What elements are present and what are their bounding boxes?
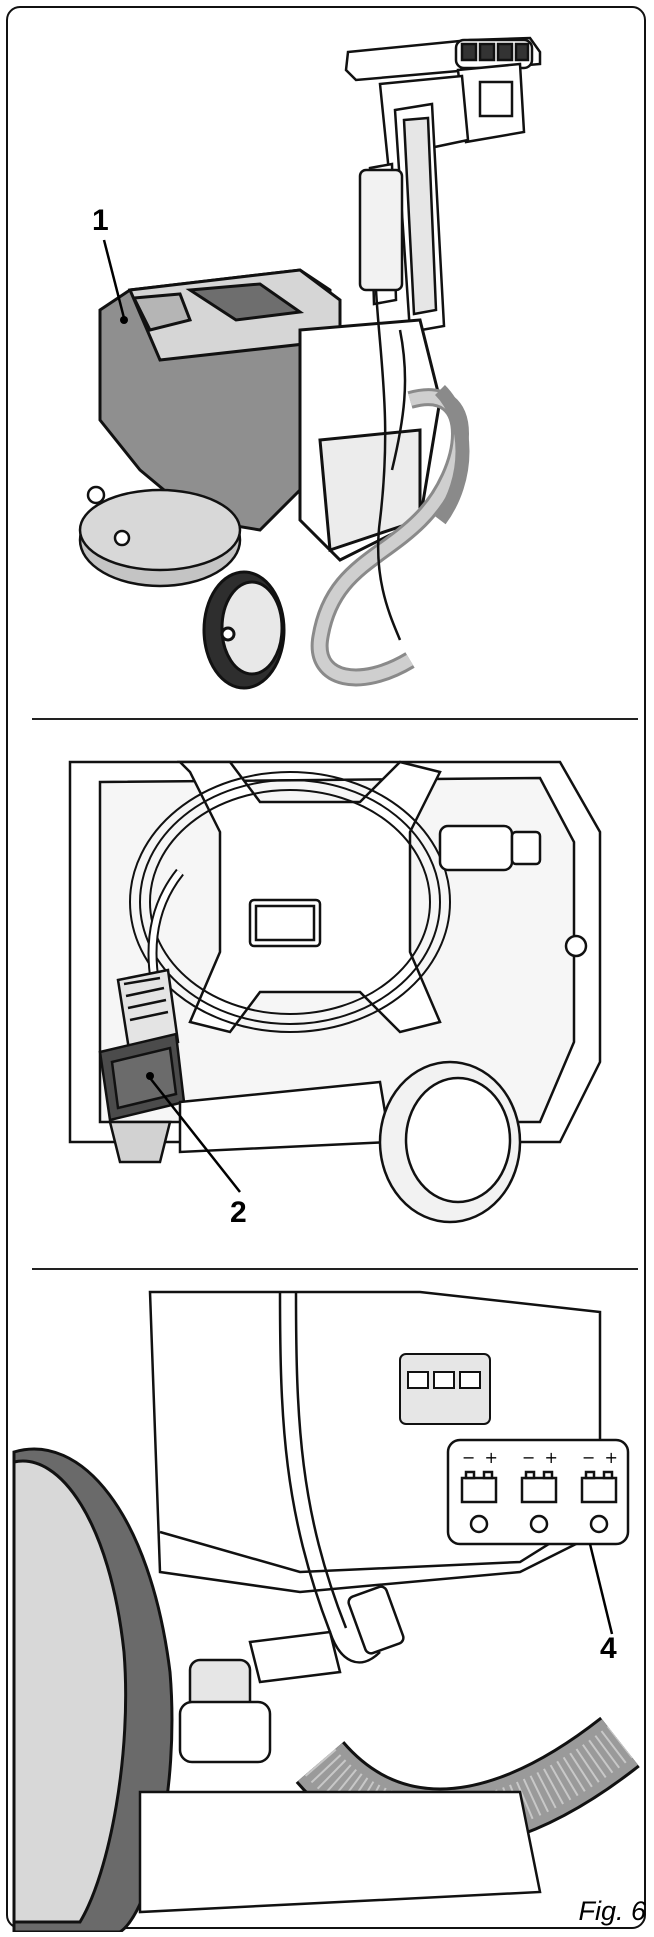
battery-symbol-3: − + [582, 1448, 620, 1467]
left-wheel [12, 1447, 174, 1932]
panel-machine-overview: 1 [0, 0, 654, 720]
panel-battery-indicator: − + − + − + 4 [0, 1272, 654, 1932]
machine-indicator-panel [399, 1353, 491, 1425]
vertical-hose [278, 1291, 381, 1664]
callout-number-4: 4 [600, 1632, 617, 1665]
panel-divider-bottom [32, 1268, 638, 1270]
machine-body [98, 268, 442, 562]
lower-pipework-detail [178, 1585, 405, 1888]
callout-4-leader [588, 1543, 614, 1635]
charger-plug-illustration [68, 760, 602, 1224]
charge-socket [438, 824, 588, 958]
battery-symbol-2: − + [522, 1448, 560, 1467]
steering-column [358, 102, 446, 334]
battery-indicator-zoom-box [446, 1438, 630, 1546]
panel-charger-plug: 2 [0, 722, 654, 1270]
suction-hose [310, 385, 470, 687]
battery-indicator-illustration [12, 1290, 640, 1932]
lower-pipework [108, 1060, 522, 1224]
callout-1-dot [120, 316, 128, 324]
panel-divider-top [32, 718, 638, 720]
callout-number-1: 1 [92, 204, 109, 237]
figure-caption: Fig. 6 [578, 1896, 646, 1926]
callout-number-2: 2 [230, 1196, 247, 1229]
callout-1-leader [102, 239, 126, 319]
battery-symbol-1: − + [462, 1448, 500, 1467]
handle-bar [344, 36, 542, 184]
brush-deck [78, 485, 242, 588]
brush-base [138, 1790, 542, 1914]
power-cable [374, 289, 407, 641]
rear-wheel [202, 570, 286, 690]
scrubber-drying-machine-illustration [78, 36, 542, 690]
callout-2-dot [146, 1072, 154, 1080]
cable-hook [176, 760, 442, 1034]
mains-plug [98, 968, 186, 1122]
callout-2-leader [149, 1077, 241, 1193]
